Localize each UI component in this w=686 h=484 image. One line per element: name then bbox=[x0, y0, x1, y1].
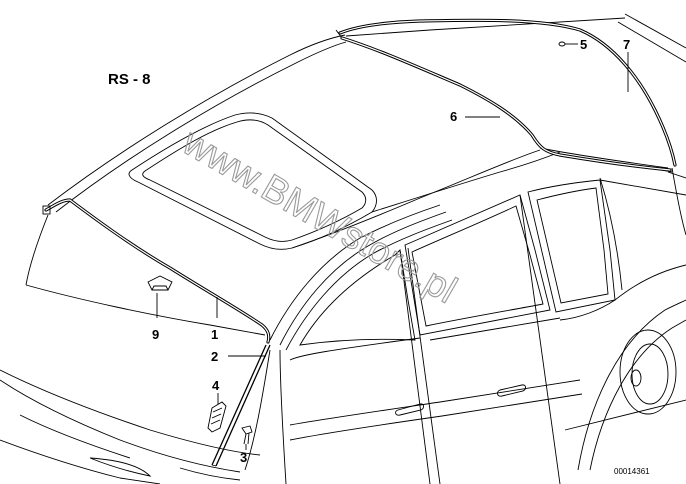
reference-number: 00014361 bbox=[614, 467, 650, 476]
diagram-title: RS - 8 bbox=[108, 71, 151, 88]
part-4-clip bbox=[207, 401, 227, 433]
part-3-clip bbox=[241, 425, 253, 445]
leader-lines bbox=[156, 43, 629, 450]
part-6-rear-window-seal bbox=[340, 36, 672, 172]
callout-5: 5 bbox=[580, 37, 587, 52]
part-9-cover bbox=[147, 275, 173, 291]
part-2-pillar-trim bbox=[211, 344, 271, 467]
callout-3: 3 bbox=[240, 450, 247, 465]
part-5-clip bbox=[558, 41, 566, 47]
callout-9: 9 bbox=[152, 327, 159, 342]
part-1-windshield-moulding bbox=[42, 198, 271, 344]
part-7-rear-window-moulding bbox=[335, 18, 677, 167]
callout-7: 7 bbox=[623, 37, 630, 52]
callout-6: 6 bbox=[450, 109, 457, 124]
car-body-drawing bbox=[0, 13, 686, 484]
callout-1: 1 bbox=[211, 327, 218, 342]
callout-2: 2 bbox=[211, 349, 218, 364]
watermark-text: www.BMWstore.pl bbox=[175, 121, 464, 312]
callout-4: 4 bbox=[212, 378, 220, 393]
